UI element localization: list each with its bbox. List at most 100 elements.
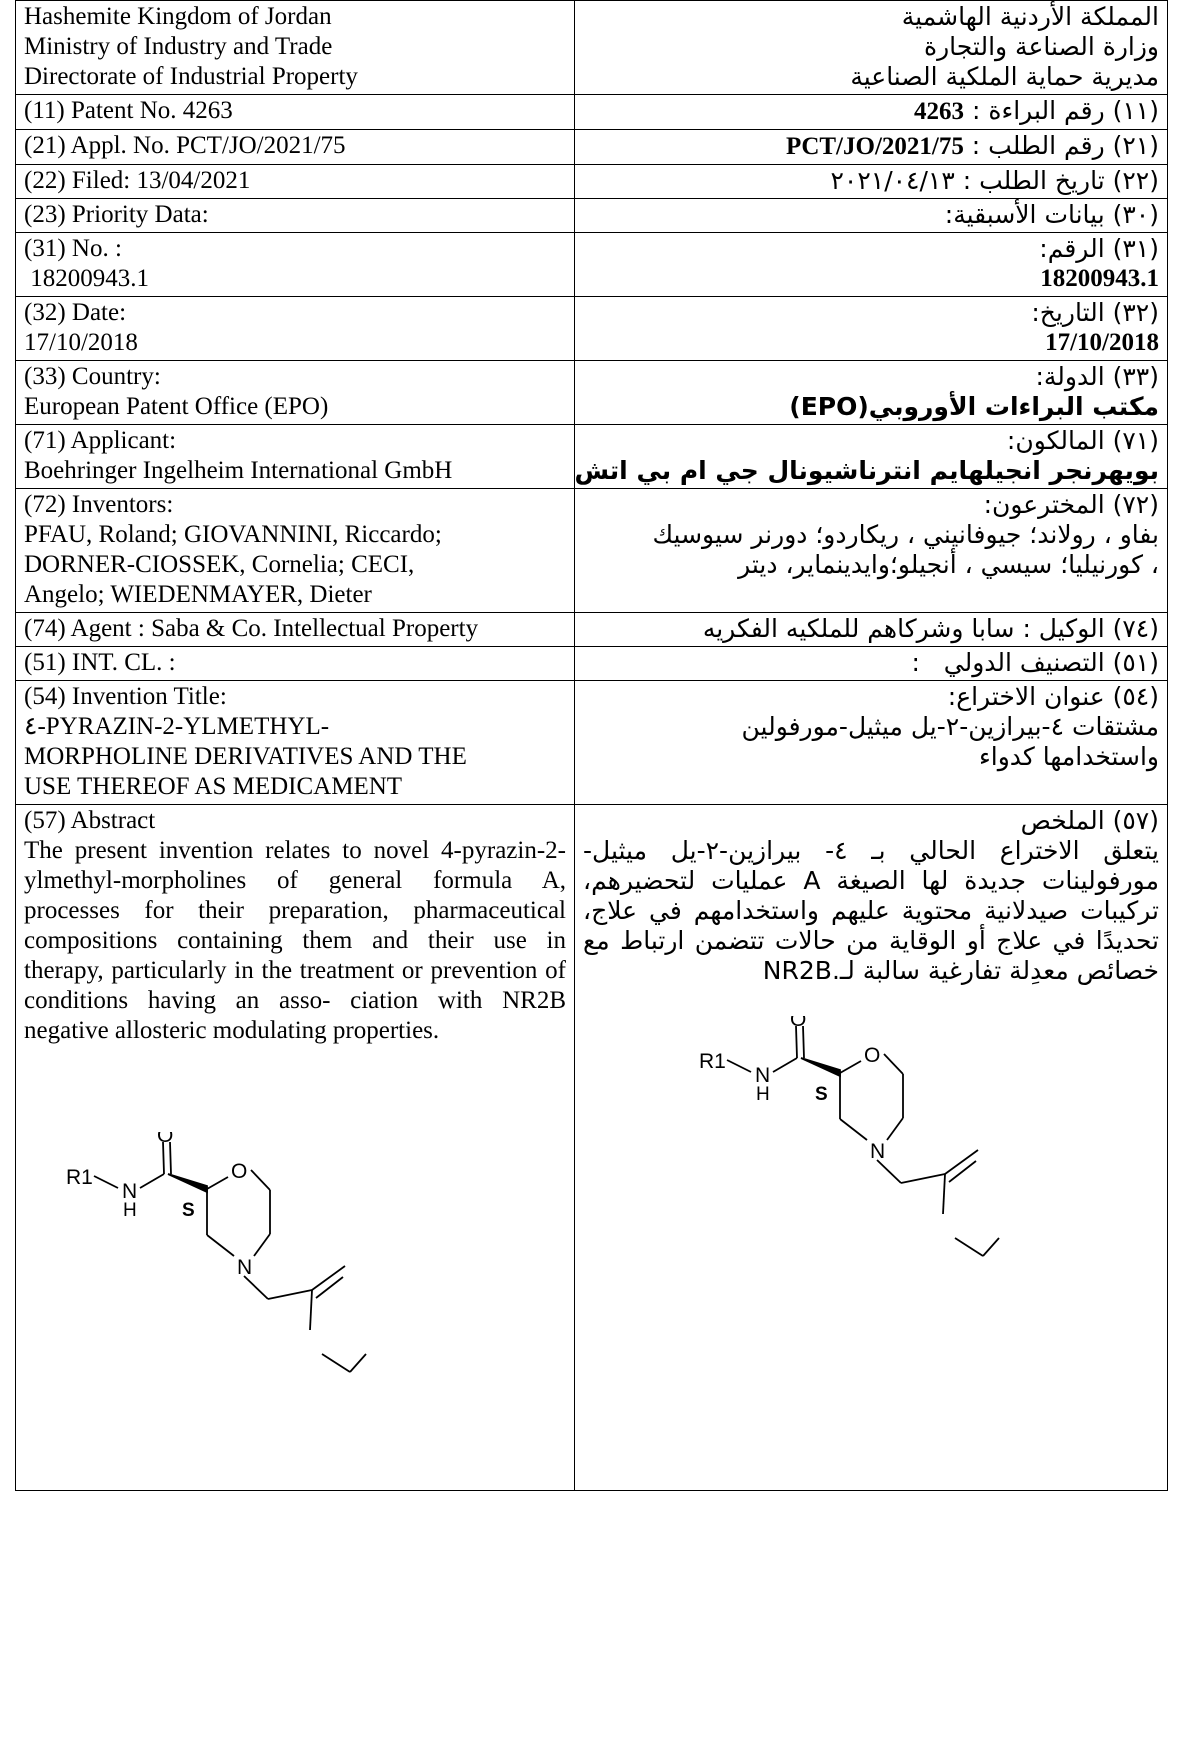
chemical-structure-ar: R1 N H O O S N (699, 1016, 1000, 1257)
header-row: Hashemite Kingdom of Jordan Ministry of … (15, 0, 1168, 95)
chemical-structure-en: R1 N H O O S N (66, 1132, 367, 1373)
oxygen-label: O (157, 1132, 173, 1147)
nitrogen-label: N (237, 1256, 252, 1279)
filed-date-ar: (٢٢) تاريخ الطلب : ٢٠٢١/٠٤/١٣ (574, 164, 1168, 199)
directorate-name-ar: مديرية حماية الملكية الصناعية (850, 62, 1159, 91)
header-en: Hashemite Kingdom of Jordan Ministry of … (15, 0, 575, 95)
invention-title-ar-line: مشتقات ٤-بيرازين-٢-يل ميثيل-مورفولين (741, 712, 1160, 741)
r1-label: R1 (66, 1166, 93, 1189)
country-ar-value: مكتب البراءات الأوروبي(EPO) (789, 392, 1159, 421)
abstract-en-text: The present invention relates to novel 4… (24, 837, 566, 1044)
inventors-row: (72) Inventors: PFAU, Roland; GIOVANNINI… (15, 488, 1168, 613)
priority-number-ar: (٣١) الرقم: 18200943.1 (574, 232, 1168, 297)
oxygen-label: O (231, 1160, 247, 1183)
priority-number-en-label: (31) No. : (24, 235, 122, 262)
country-ar: (٣٣) الدولة: مكتب البراءات الأوروبي(EPO) (574, 360, 1168, 425)
ministry-name-en: Ministry of Industry and Trade (24, 33, 333, 60)
priority-number-row: (31) No. : 18200943.1 (٣١) الرقم: 182009… (15, 232, 1168, 297)
application-number-ar-value: PCT/JO/2021/75 (786, 133, 964, 160)
abstract-ar: (٥٧) الملخص يتعلق الاختراع الحالي بـ ٤- … (574, 804, 1168, 1491)
abstract-row: (57) Abstract The present invention rela… (15, 804, 1168, 1491)
country-name-en: Hashemite Kingdom of Jordan (24, 3, 332, 30)
priority-number-en-value: 18200943.1 (24, 265, 149, 292)
invention-title-ar-label: (٥٤) عنوان الاختراع: (947, 682, 1159, 711)
country-en: (33) Country: European Patent Office (EP… (15, 360, 575, 425)
priority-data-row: (23) Priority Data: (٣٠) بيانات الأسبقية… (15, 198, 1168, 233)
priority-date-ar-value: 17/10/2018 (1045, 329, 1159, 356)
patent-bibliographic-table: Hashemite Kingdom of Jordan Ministry of … (15, 0, 1168, 1491)
hydrogen-label: H (756, 1084, 770, 1105)
patent-number-en: (11) Patent No. 4263 (15, 94, 575, 130)
agent-ar: (٧٤) الوكيل : سابا وشركاهم للملكيه الفكر… (574, 612, 1168, 647)
agent-row: (74) Agent : Saba & Co. Intellectual Pro… (15, 612, 1168, 647)
inventors-en: (72) Inventors: PFAU, Roland; GIOVANNINI… (15, 488, 575, 613)
country-row: (33) Country: European Patent Office (EP… (15, 360, 1168, 425)
abstract-ar-text: يتعلق الاختراع الحالي بـ ٤- بيرازين-٢-يل… (583, 836, 1159, 985)
ministry-name-ar: وزارة الصناعة والتجارة (924, 32, 1159, 61)
applicant-row: (71) Applicant: Boehringer Ingelheim Int… (15, 424, 1168, 489)
applicant-en-value: Boehringer Ingelheim International GmbH (24, 457, 453, 484)
inventors-en-line: PFAU, Roland; GIOVANNINI, Riccardo; (24, 521, 442, 548)
patent-document: Hashemite Kingdom of Jordan Ministry of … (15, 0, 1168, 1491)
priority-date-en-value: 17/10/2018 (24, 329, 138, 356)
applicant-ar-value: بويهرنجر انجيلهايم انترناشيونال جي ام بي… (574, 456, 1159, 485)
applicant-ar: (٧١) المالكون: بويهرنجر انجيلهايم انترنا… (574, 424, 1168, 489)
applicant-ar-label: (٧١) المالكون: (1006, 426, 1159, 455)
invention-title-en-line: ٤-PYRAZIN-2-YLMETHYL- (24, 713, 330, 740)
invention-title-en: (54) Invention Title: ٤-PYRAZIN-2-YLMETH… (15, 680, 575, 805)
priority-number-en: (31) No. : 18200943.1 (15, 232, 575, 297)
priority-date-ar: (٣٢) التاريخ: 17/10/2018 (574, 296, 1168, 361)
patent-number-ar-label: (١١) رقم البراءة : (964, 96, 1159, 125)
priority-number-ar-value: 18200943.1 (1040, 265, 1159, 292)
country-en-label: (33) Country: (24, 363, 161, 390)
inventors-ar-line: ، كورنيليا؛ سيسي ، أنجيلو؛وايدينماير، دي… (738, 550, 1159, 579)
inventors-en-line: DORNER-CIOSSEK, Cornelia; CECI, (24, 551, 415, 578)
header-ar: المملكة الأردنية الهاشمية وزارة الصناعة … (574, 0, 1168, 95)
priority-date-en-label: (32) Date: (24, 299, 127, 326)
patent-number-ar: (١١) رقم البراءة : 4263 (574, 94, 1168, 130)
application-number-row: (21) Appl. No. PCT/JO/2021/75 (٢١) رقم ا… (15, 129, 1168, 165)
r1-label: R1 (699, 1050, 726, 1073)
inventors-ar-line: بفاو ، رولاند؛ جيوفانيني ، ريكاردو؛ دورن… (652, 520, 1159, 549)
nitrogen-label: N (755, 1064, 770, 1087)
stereo-label: S (182, 1200, 195, 1221)
abstract-en-label: (57) Abstract (24, 807, 156, 834)
int-cl-ar: (٥١) التصنيف الدولي : (574, 646, 1168, 681)
country-ar-label: (٣٣) الدولة: (1035, 362, 1159, 391)
priority-date-row: (32) Date: 17/10/2018 (٣٢) التاريخ: 17/1… (15, 296, 1168, 361)
oxygen-label: O (864, 1044, 880, 1067)
application-number-ar: (٢١) رقم الطلب : PCT/JO/2021/75 (574, 129, 1168, 165)
inventors-ar: (٧٢) المخترعون: بفاو ، رولاند؛ جيوفانيني… (574, 488, 1168, 613)
filed-date-en: (22) Filed: 13/04/2021 (15, 164, 575, 199)
country-name-ar: المملكة الأردنية الهاشمية (901, 2, 1159, 31)
invention-title-en-label: (54) Invention Title: (24, 683, 227, 710)
directorate-name-en: Directorate of Industrial Property (24, 63, 358, 90)
invention-title-en-line: USE THEREOF AS MEDICAMENT (24, 773, 403, 800)
priority-date-en: (32) Date: 17/10/2018 (15, 296, 575, 361)
inventors-ar-label: (٧٢) المخترعون: (983, 490, 1159, 519)
applicant-en-label: (71) Applicant: (24, 427, 177, 454)
nitrogen-label: N (122, 1180, 137, 1203)
inventors-en-line: Angelo; WIEDENMAYER, Dieter (24, 581, 372, 608)
priority-number-ar-label: (٣١) الرقم: (1039, 234, 1159, 263)
agent-en: (74) Agent : Saba & Co. Intellectual Pro… (15, 612, 575, 647)
int-cl-en: (51) INT. CL. : (15, 646, 575, 681)
patent-number-row: (11) Patent No. 4263 (١١) رقم البراءة : … (15, 94, 1168, 130)
patent-number-ar-value: 4263 (914, 98, 965, 125)
application-number-ar-label: (٢١) رقم الطلب : (963, 131, 1159, 160)
hydrogen-label: H (123, 1200, 137, 1221)
structure-figure-ar: R1 N H O O S N (583, 1016, 1159, 1266)
invention-title-en-line: MORPHOLINE DERIVATIVES AND THE (24, 743, 467, 770)
country-en-value: European Patent Office (EPO) (24, 393, 329, 420)
applicant-en: (71) Applicant: Boehringer Ingelheim Int… (15, 424, 575, 489)
oxygen-label: O (790, 1016, 806, 1031)
inventors-en-label: (72) Inventors: (24, 491, 174, 518)
invention-title-ar: (٥٤) عنوان الاختراع: مشتقات ٤-بيرازين-٢-… (574, 680, 1168, 805)
invention-title-ar-line: واستخدامها كدواء (979, 742, 1159, 771)
priority-date-ar-label: (٣٢) التاريخ: (1031, 298, 1159, 327)
abstract-ar-label: (٥٧) الملخص (1020, 806, 1159, 835)
application-number-en: (21) Appl. No. PCT/JO/2021/75 (15, 129, 575, 165)
priority-data-ar: (٣٠) بيانات الأسبقية: (574, 198, 1168, 233)
nitrogen-label: N (870, 1140, 885, 1163)
abstract-en: (57) Abstract The present invention rela… (15, 804, 575, 1491)
